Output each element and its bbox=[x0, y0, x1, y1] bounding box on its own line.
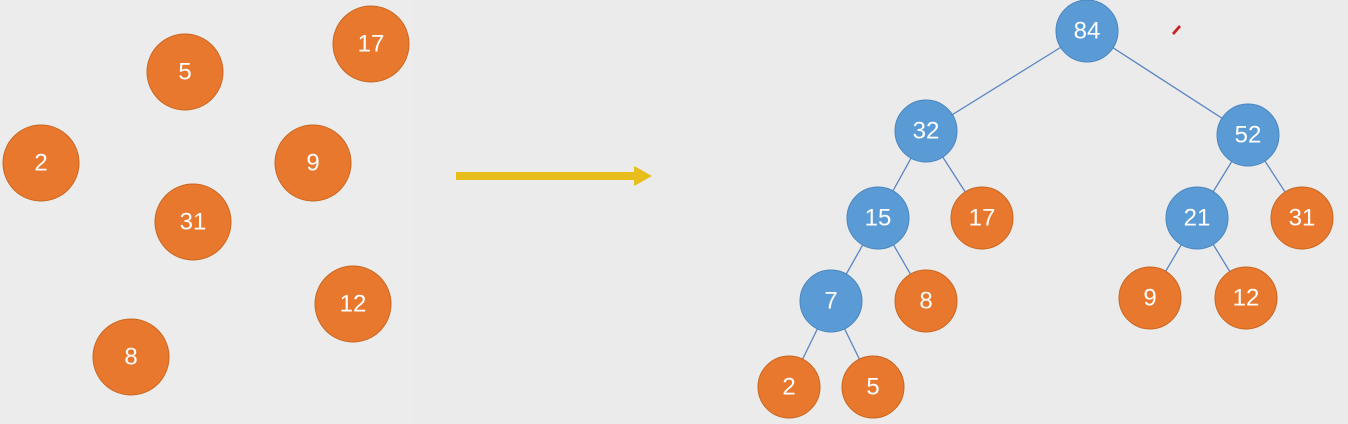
tree-node-15-internal: 15 bbox=[846, 186, 910, 250]
input-node-9-circle bbox=[274, 124, 352, 202]
arrow-shaft bbox=[456, 172, 636, 180]
tree-node-7-internal: 7 bbox=[799, 269, 863, 333]
input-node-17: 17 bbox=[332, 5, 410, 83]
input-node-17-label: 17 bbox=[358, 31, 385, 58]
tree-node-8-leaf-label: 8 bbox=[919, 288, 932, 315]
pen-cursor-icon bbox=[1172, 25, 1181, 35]
edge-n84-n52 bbox=[1086, 30, 1249, 136]
tree-node-8-leaf: 8 bbox=[894, 269, 958, 333]
tree-node-31-leaf: 31 bbox=[1270, 186, 1334, 250]
input-node-31-label: 31 bbox=[180, 209, 207, 236]
input-node-17-circle bbox=[332, 5, 410, 83]
input-node-2: 2 bbox=[2, 124, 80, 202]
tree-node-12-leaf-label: 12 bbox=[1233, 285, 1260, 312]
input-node-12-circle bbox=[314, 265, 392, 343]
tree-node-2-leaf: 2 bbox=[757, 355, 821, 419]
input-node-9-label: 9 bbox=[306, 150, 319, 177]
input-node-31-circle bbox=[154, 183, 232, 261]
tree-node-12-leaf: 12 bbox=[1214, 266, 1278, 330]
input-node-31: 31 bbox=[154, 183, 232, 261]
input-node-12: 12 bbox=[314, 265, 392, 343]
input-node-5: 5 bbox=[146, 33, 224, 111]
input-node-5-label: 5 bbox=[178, 59, 191, 86]
tree-node-9-leaf-label: 9 bbox=[1143, 285, 1156, 312]
tree-node-21-internal-label: 21 bbox=[1184, 205, 1211, 232]
tree-node-5-leaf-label: 5 bbox=[866, 374, 879, 401]
input-node-2-label: 2 bbox=[34, 150, 47, 177]
input-node-8-label: 8 bbox=[124, 344, 137, 371]
input-node-8: 8 bbox=[92, 318, 170, 396]
tree-node-7-internal-label: 7 bbox=[824, 288, 837, 315]
tree-node-17-leaf: 17 bbox=[950, 186, 1014, 250]
tree-node-31-leaf-circle bbox=[1270, 186, 1334, 250]
tree-node-15-internal-circle bbox=[846, 186, 910, 250]
tree-node-2-leaf-label: 2 bbox=[782, 374, 795, 401]
tree-node-84-internal-label: 84 bbox=[1074, 18, 1101, 45]
tree-node-12-leaf-circle bbox=[1214, 266, 1278, 330]
edge-n84-n32 bbox=[925, 30, 1088, 132]
tree-node-5-leaf-circle bbox=[841, 355, 905, 419]
tree-node-9-leaf: 9 bbox=[1118, 266, 1182, 330]
tree-node-52-internal: 52 bbox=[1216, 103, 1280, 167]
tree-node-2-leaf-circle bbox=[757, 355, 821, 419]
tree-node-52-internal-circle bbox=[1216, 103, 1280, 167]
input-node-12-label: 12 bbox=[340, 291, 367, 318]
tree-node-32-internal-label: 32 bbox=[913, 118, 940, 145]
tree-node-17-leaf-circle bbox=[950, 186, 1014, 250]
tree-node-84-internal: 84 bbox=[1055, 0, 1119, 63]
tree-node-32-internal: 32 bbox=[894, 99, 958, 163]
input-node-5-circle bbox=[146, 33, 224, 111]
arrow-head bbox=[634, 166, 652, 186]
tree-node-84-internal-circle bbox=[1055, 0, 1119, 63]
tree-node-15-internal-label: 15 bbox=[865, 205, 892, 232]
tree-node-17-leaf-label: 17 bbox=[969, 205, 996, 232]
input-node-2-circle bbox=[2, 124, 80, 202]
input-node-9: 9 bbox=[274, 124, 352, 202]
tree-node-21-internal-circle bbox=[1165, 186, 1229, 250]
tree-node-32-internal-circle bbox=[894, 99, 958, 163]
input-node-8-circle bbox=[92, 318, 170, 396]
tree-node-52-internal-label: 52 bbox=[1235, 122, 1262, 149]
mouse-cursor bbox=[1172, 25, 1181, 35]
tree-node-5-leaf: 5 bbox=[841, 355, 905, 419]
tree-node-21-internal: 21 bbox=[1165, 186, 1229, 250]
transform-arrow bbox=[456, 166, 652, 186]
tree-node-7-internal-circle bbox=[799, 269, 863, 333]
tree-node-9-leaf-circle bbox=[1118, 266, 1182, 330]
tree-nodes: 84 32 52 15 17 21 31 7 8 9 12 2 5 bbox=[757, 0, 1334, 419]
tree-node-8-leaf-circle bbox=[894, 269, 958, 333]
tree-node-31-leaf-label: 31 bbox=[1289, 205, 1316, 232]
